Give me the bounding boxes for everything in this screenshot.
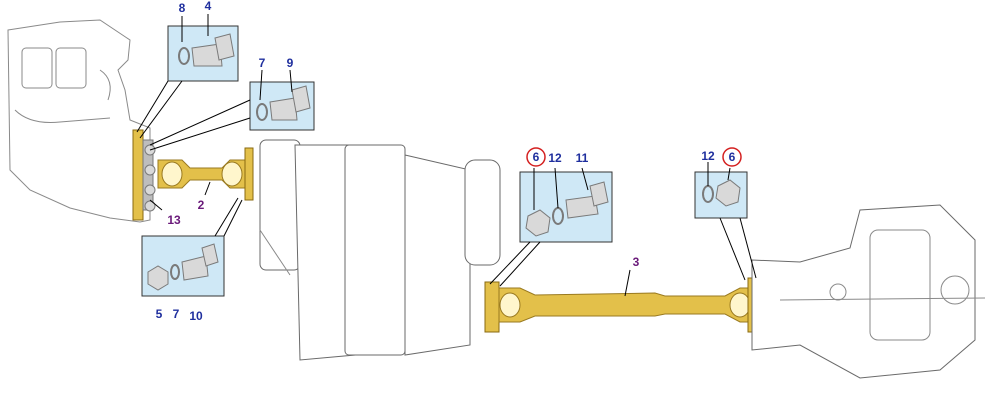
engine-housing xyxy=(7,19,151,223)
callout-10: 10 xyxy=(189,309,203,323)
short-shaft-2 xyxy=(157,147,254,201)
callout-2: 2 xyxy=(198,198,205,212)
callout-9: 9 xyxy=(287,56,294,70)
leader-lines xyxy=(136,14,757,297)
highlight-circle-6b xyxy=(722,147,742,167)
long-shaft-3 xyxy=(484,277,761,333)
callout-6-right: 6 xyxy=(729,150,736,164)
flange-left xyxy=(132,129,156,221)
inset-top-8-4 xyxy=(167,25,239,82)
inset-12-6 xyxy=(694,171,748,219)
callout-7-bottom: 7 xyxy=(173,307,180,321)
callout-12-left: 12 xyxy=(548,151,562,165)
callout-3: 3 xyxy=(633,255,640,269)
callout-7-top: 7 xyxy=(259,56,266,70)
callout-8: 8 xyxy=(179,1,186,15)
transmission-housing xyxy=(259,139,501,361)
inset-5-7-10 xyxy=(141,235,225,297)
callout-6-left: 6 xyxy=(533,150,540,164)
inset-7-9 xyxy=(249,81,315,131)
inset-6-12-11 xyxy=(519,171,613,243)
callout-12-right: 12 xyxy=(701,149,715,163)
axle-housing-right xyxy=(751,204,985,379)
callout-11: 11 xyxy=(576,151,589,165)
callout-5: 5 xyxy=(156,307,163,321)
callout-13: 13 xyxy=(167,213,181,227)
highlight-circle-6a xyxy=(526,147,546,167)
callout-4: 4 xyxy=(205,0,212,13)
